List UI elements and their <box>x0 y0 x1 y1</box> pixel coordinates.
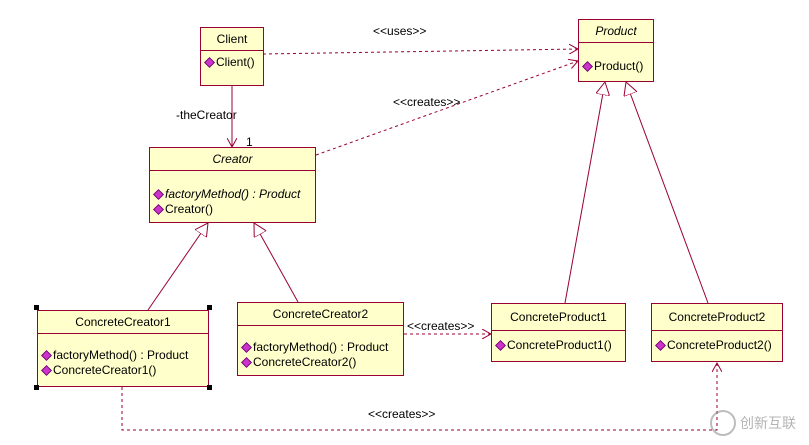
selection-handle[interactable] <box>207 385 212 390</box>
uses-label: <<uses>> <box>373 24 427 38</box>
class-product[interactable]: Product Product() <box>578 19 654 82</box>
selection-handle[interactable] <box>207 305 212 310</box>
operation: factoryMethod() : Product <box>241 340 403 355</box>
class-name: ConcreteProduct1 <box>492 304 625 331</box>
generalization-cp2-product <box>626 82 709 304</box>
operation-icon <box>495 340 506 351</box>
watermark-logo-icon <box>710 410 736 436</box>
watermark: 创新互联 <box>710 404 806 442</box>
operation: Creator() <box>153 202 315 217</box>
operation: ConcreteCreator2() <box>241 355 403 370</box>
generalization-cc1-creator <box>147 223 208 311</box>
class-client[interactable]: Client Client() <box>200 27 264 86</box>
class-name: Product <box>579 20 653 43</box>
creates-dependency-creator-product <box>315 61 578 156</box>
class-concrete-creator2[interactable]: ConcreteCreator2 factoryMethod() : Produ… <box>237 302 404 376</box>
selection-handle[interactable] <box>34 305 39 310</box>
generalization-cc2-creator <box>254 223 299 303</box>
operation-icon <box>41 350 52 361</box>
class-name: ConcreteProduct2 <box>652 304 782 331</box>
creates-label-mid: <<creates>> <box>407 319 475 333</box>
creates-label-top: <<creates>> <box>393 95 461 109</box>
operation: factoryMethod() : Product <box>41 348 208 363</box>
operation-icon <box>153 204 164 215</box>
operation-icon <box>153 189 164 200</box>
class-name: ConcreteCreator2 <box>238 303 403 326</box>
multiplicity-label: 1 <box>246 135 253 149</box>
operation-icon <box>241 342 252 353</box>
class-name: ConcreteCreator1 <box>38 311 208 334</box>
class-creator[interactable]: Creator factoryMethod() : Product Creato… <box>149 147 316 223</box>
class-name: Creator <box>150 148 315 171</box>
operation: ConcreteProduct1() <box>495 338 625 353</box>
operation-icon <box>655 340 666 351</box>
operation: ConcreteCreator1() <box>41 363 208 378</box>
operation-icon <box>204 57 215 68</box>
class-concrete-product1[interactable]: ConcreteProduct1 ConcreteProduct1() <box>491 303 626 362</box>
uses-dependency <box>262 49 578 55</box>
class-concrete-creator1[interactable]: ConcreteCreator1 factoryMethod() : Produ… <box>37 310 209 387</box>
generalization-cp1-product <box>564 82 605 304</box>
operation-icon <box>582 61 593 72</box>
class-name: Client <box>201 28 263 51</box>
operation: Product() <box>582 59 653 74</box>
role-label: -theCreator <box>176 108 237 122</box>
operation: ConcreteProduct2() <box>655 338 782 353</box>
operation: factoryMethod() : Product <box>153 187 315 202</box>
operation-icon <box>241 357 252 368</box>
operation: Client() <box>204 55 263 70</box>
class-concrete-product2[interactable]: ConcreteProduct2 ConcreteProduct2() <box>651 303 783 362</box>
creates-label-bottom: <<creates>> <box>368 407 436 421</box>
operation-icon <box>41 365 52 376</box>
selection-handle[interactable] <box>34 385 39 390</box>
